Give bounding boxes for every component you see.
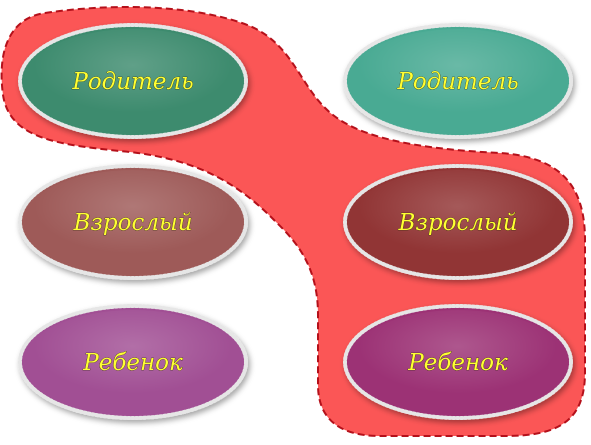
node-right-parent: Родитель xyxy=(343,23,573,139)
node-right-adult: Взрослый xyxy=(343,164,573,280)
node-shine xyxy=(24,29,242,133)
node-left-adult: Взрослый xyxy=(18,164,248,280)
node-label: Взрослый xyxy=(397,210,517,236)
node-label: Родитель xyxy=(396,69,518,95)
node-shine xyxy=(349,310,567,414)
node-shine xyxy=(24,170,242,274)
node-right-child: Ребенок xyxy=(343,304,573,420)
node-shine xyxy=(24,310,242,414)
node-shine xyxy=(349,29,567,133)
node-label: Взрослый xyxy=(72,210,192,236)
node-shine xyxy=(349,170,567,274)
node-label: Родитель xyxy=(71,69,193,95)
node-label: Ребенок xyxy=(82,350,183,376)
node-left-child: Ребенок xyxy=(18,304,248,420)
node-left-parent: Родитель xyxy=(18,23,248,139)
node-label: Ребенок xyxy=(407,350,508,376)
